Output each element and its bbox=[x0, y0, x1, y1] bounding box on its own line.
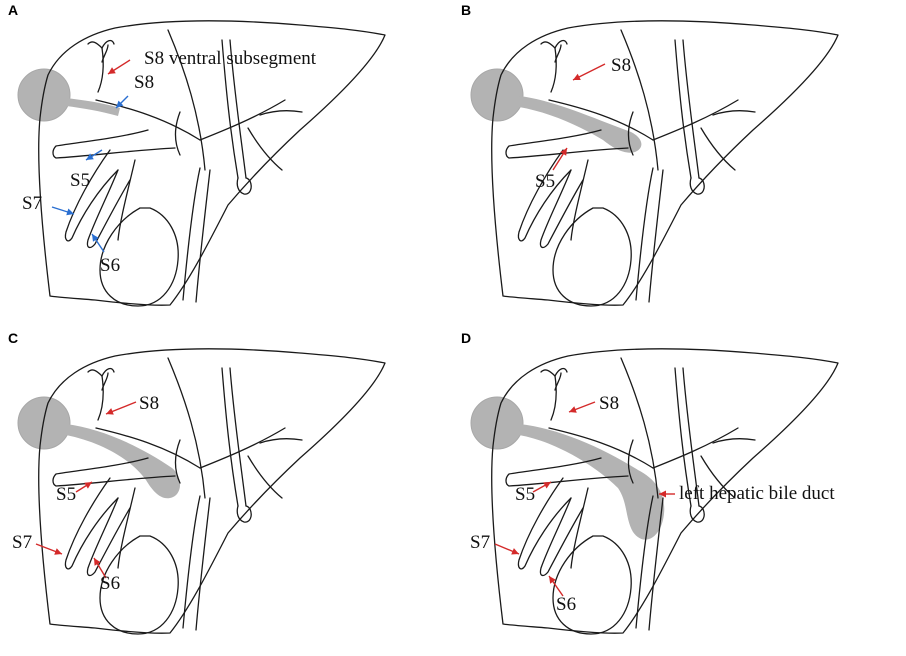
label-s7: S7 bbox=[12, 532, 32, 554]
s8-branch-left bbox=[88, 370, 102, 376]
left-main-duct bbox=[200, 100, 285, 140]
panel-letter: D bbox=[461, 330, 471, 346]
umbilical-fissure-right bbox=[230, 368, 246, 506]
label-s8: S8 bbox=[134, 72, 154, 94]
label-s8: S8 bbox=[599, 393, 619, 415]
portal-vein-right-wall bbox=[196, 498, 210, 630]
left-branch-2 bbox=[713, 111, 755, 115]
label-s5: S5 bbox=[56, 484, 76, 506]
label-s8: S8 bbox=[139, 393, 159, 415]
s7-branch-outer bbox=[65, 150, 118, 241]
tumor bbox=[18, 397, 70, 449]
panel-a: A S8 ventral subsegment S8 S5 S7 S6 bbox=[0, 0, 453, 328]
s7-branch-outer bbox=[518, 150, 571, 241]
arrowhead-icon bbox=[108, 67, 116, 74]
label-s5: S5 bbox=[70, 170, 90, 192]
s8-branch-trunk bbox=[551, 48, 556, 92]
label-s6: S6 bbox=[100, 255, 120, 277]
gallbladder bbox=[553, 536, 631, 634]
left-main-duct bbox=[653, 100, 738, 140]
arrowhead-icon bbox=[92, 234, 99, 242]
left-main-duct bbox=[653, 428, 738, 468]
s8-branch-left bbox=[541, 370, 555, 376]
umbilical-fissure-right bbox=[683, 40, 699, 178]
label-s6: S6 bbox=[100, 573, 120, 595]
label-s5: S5 bbox=[535, 171, 555, 193]
label-s7: S7 bbox=[470, 532, 490, 554]
label-s7: S7 bbox=[22, 193, 42, 215]
label-s6: S6 bbox=[556, 594, 576, 616]
left-branch-2 bbox=[260, 439, 302, 443]
panel-b: B S8 S5 bbox=[453, 0, 906, 328]
inferior-branch bbox=[571, 488, 588, 568]
liver-outline bbox=[492, 21, 838, 305]
label-s5: S5 bbox=[515, 484, 535, 506]
s8-branch-left bbox=[88, 42, 102, 48]
inferior-branch bbox=[571, 160, 588, 240]
panel-letter: B bbox=[461, 2, 471, 18]
gallbladder bbox=[553, 208, 631, 306]
inferior-branch bbox=[118, 488, 135, 568]
label-left-hepatic-bile-duct: left hepatic bile duct bbox=[679, 483, 835, 505]
tumor bbox=[471, 397, 523, 449]
s8-branch-left bbox=[541, 42, 555, 48]
panel-d: D S8 S5 S7 S6 left hepatic bile duct bbox=[453, 328, 906, 656]
left-branch-2 bbox=[713, 439, 755, 443]
s8-branch-trunk bbox=[98, 376, 103, 420]
tumor bbox=[18, 69, 70, 121]
umbilical-fissure-left bbox=[675, 40, 691, 178]
inferior-branch bbox=[118, 160, 135, 240]
liver-outline bbox=[39, 349, 385, 633]
s5-branch-upper bbox=[53, 130, 175, 158]
tumor bbox=[471, 69, 523, 121]
umbilical-fissure-left bbox=[222, 368, 238, 506]
shaded-duct bbox=[519, 424, 664, 540]
panel-letter: A bbox=[8, 2, 18, 18]
label-s8: S8 bbox=[611, 55, 631, 77]
s4-branch bbox=[175, 112, 180, 155]
shaded-duct bbox=[66, 98, 120, 116]
left-main-duct bbox=[200, 428, 285, 468]
s8-branch-trunk bbox=[551, 376, 556, 420]
panel-letter: C bbox=[8, 330, 18, 346]
liver-diagram-b bbox=[453, 0, 906, 328]
arrowhead-icon bbox=[560, 148, 567, 156]
panel-c: C S8 S5 S7 S6 bbox=[0, 328, 453, 656]
s8-branch-trunk bbox=[98, 48, 103, 92]
label-s8-ventral-subsegment: S8 ventral subsegment bbox=[144, 48, 316, 70]
left-branch-2 bbox=[260, 111, 302, 115]
portal-vein-right-wall bbox=[649, 170, 663, 302]
portal-vein-right-wall bbox=[196, 170, 210, 302]
